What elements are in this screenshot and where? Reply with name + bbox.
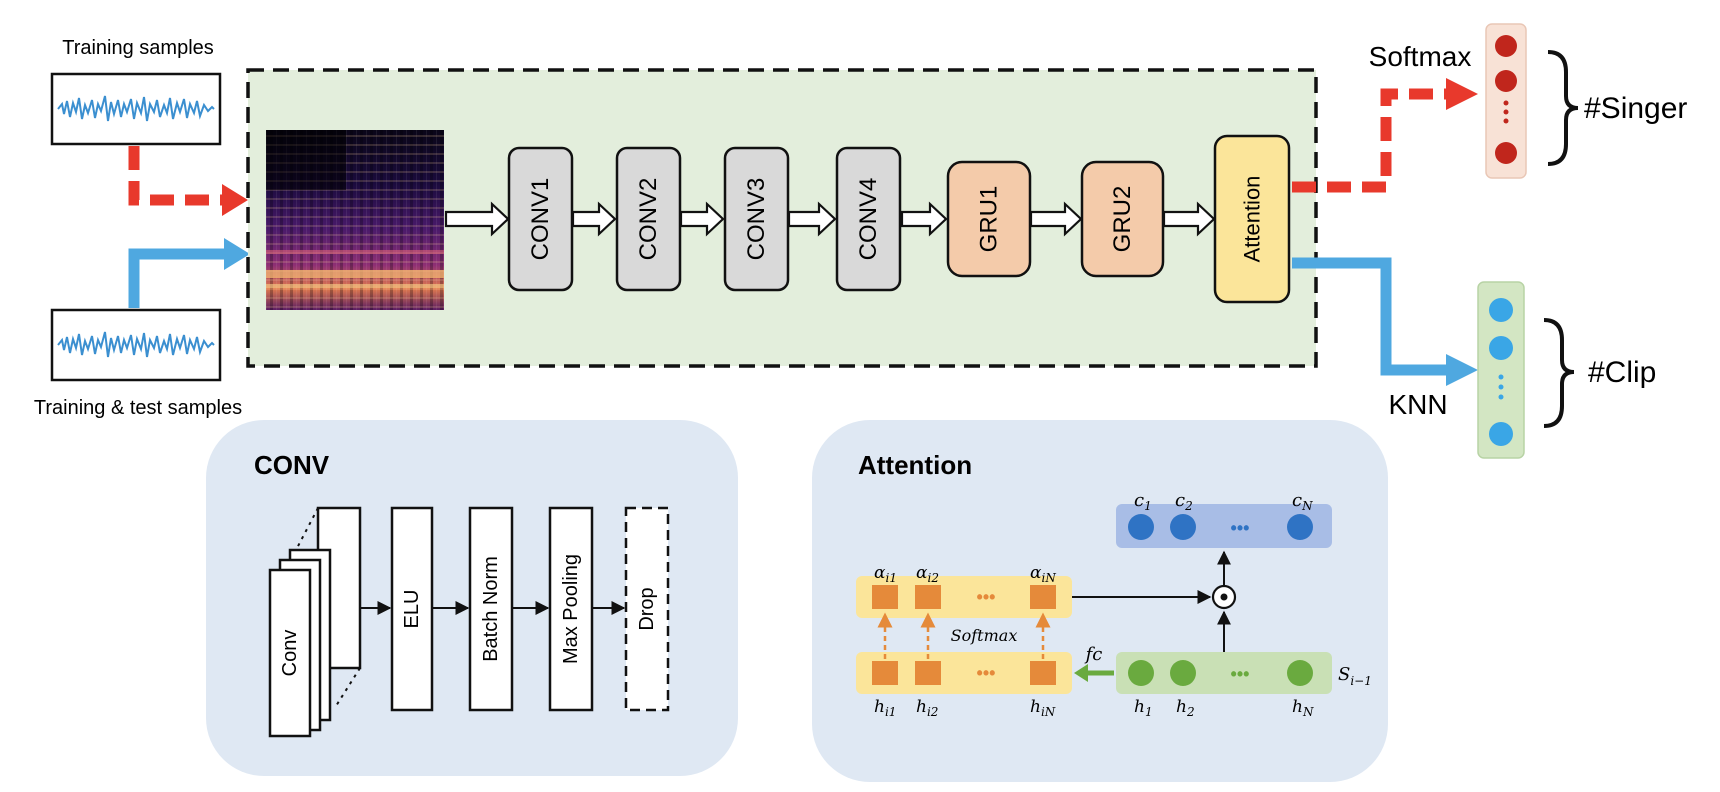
blue-input-arrow	[128, 238, 250, 308]
max-pooling-label: Max Pooling	[560, 554, 582, 664]
attention-softmax-label: Softmax	[951, 626, 1018, 645]
clip-output-vector	[1477, 281, 1525, 459]
spectrogram-image	[266, 130, 444, 310]
training-samples-label: Training samples	[62, 37, 214, 59]
svg-text:•••: •••	[977, 587, 996, 607]
knn-label: KNN	[1388, 389, 1447, 420]
conv4-label: CONV4	[855, 178, 882, 261]
attention-block: Attention	[1213, 134, 1291, 304]
batch-norm-label: Batch Norm	[480, 556, 502, 662]
encoder-states-bar	[856, 652, 1072, 694]
blue-output-arrow	[1292, 257, 1478, 386]
fc-label: fc	[1084, 644, 1103, 665]
red-dashed-output-arrow	[1292, 78, 1478, 193]
block-arrow	[1162, 201, 1216, 237]
conv2-block: CONV2	[615, 146, 682, 292]
dropout-layer	[624, 506, 670, 712]
conv4-block: CONV4	[835, 146, 902, 292]
attention-label: Attention	[1240, 176, 1265, 263]
singer-node	[1495, 35, 1517, 57]
clip-node	[1489, 298, 1513, 322]
singer-brace	[1547, 50, 1579, 166]
dropout-label: Drop	[636, 587, 658, 630]
svg-text:•••: •••	[1231, 664, 1250, 684]
block-arrow	[679, 201, 725, 237]
block-arrow	[900, 201, 948, 237]
svg-text:•••: •••	[1231, 518, 1250, 538]
block-arrow	[1029, 201, 1083, 237]
conv-detail-panel: CONV Conv ELU Batch Norm Max Pooling Dro…	[206, 420, 738, 776]
singer-node	[1495, 142, 1517, 164]
training-test-waveform-box	[50, 308, 222, 382]
training-waveform-box	[50, 72, 222, 146]
gru1-label: GRU1	[976, 186, 1003, 253]
waveform-icon	[57, 95, 215, 122]
decoder-states-bar	[1116, 652, 1332, 694]
conv-panel-title: CONV	[254, 450, 330, 480]
block-arrow	[787, 201, 837, 237]
conv1-block: CONV1	[507, 146, 574, 292]
context-vector-bar	[1116, 504, 1332, 548]
singer-label: #Singer	[1584, 92, 1687, 125]
clip-brace	[1543, 318, 1575, 428]
waveform-icon	[57, 331, 215, 358]
red-dashed-input-arrow	[128, 146, 248, 216]
gru2-label: GRU2	[1109, 186, 1136, 253]
conv2-label: CONV2	[635, 178, 662, 261]
clip-node	[1489, 422, 1513, 446]
conv-layer-label: Conv	[279, 630, 301, 677]
block-arrows	[444, 201, 1216, 237]
attention-weights-bar	[856, 576, 1072, 618]
singer-node	[1495, 70, 1517, 92]
svg-text:•••: •••	[977, 663, 996, 683]
conv3-label: CONV3	[743, 178, 770, 261]
clip-label: #Clip	[1588, 356, 1656, 389]
softmax-output-label: Softmax	[1369, 41, 1472, 72]
gru2-block: GRU2	[1080, 160, 1165, 278]
block-arrow	[571, 201, 617, 237]
singer-output-vector	[1485, 23, 1527, 179]
training-test-samples-label: Training & test samples	[34, 397, 242, 419]
conv1-label: CONV1	[527, 178, 554, 261]
svg-text:Si−1: Si−1	[1338, 664, 1372, 688]
conv3-block: CONV3	[723, 146, 790, 292]
gru1-block: GRU1	[946, 160, 1032, 278]
clip-node	[1489, 336, 1513, 360]
block-arrow	[444, 201, 510, 237]
attention-panel-title: Attention	[858, 450, 972, 480]
max-pooling-layer	[548, 506, 594, 712]
elu-layer-label: ELU	[401, 590, 423, 629]
attention-detail-panel: Attention ••• c1 c2 cN ••• αi1 αi2 αiN •…	[812, 420, 1388, 782]
